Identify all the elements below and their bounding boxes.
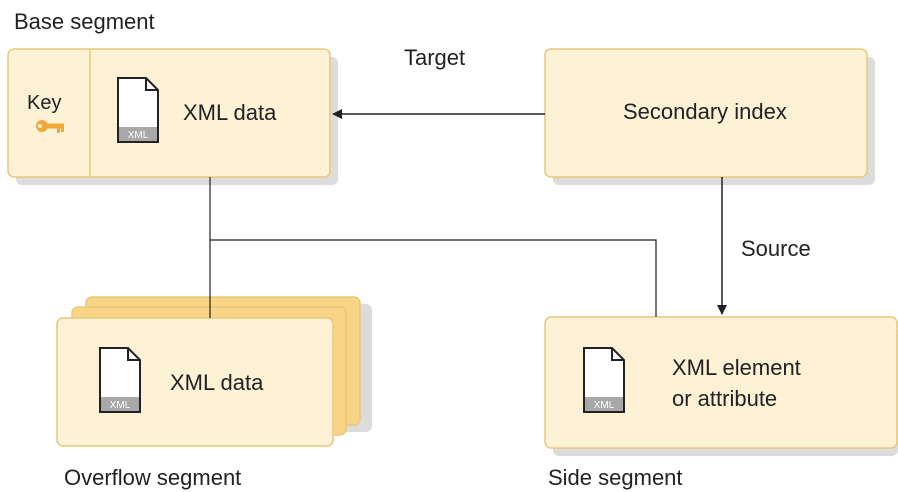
base-segment-box	[7, 48, 338, 185]
secondary-index-rect	[544, 48, 868, 178]
base-xml-data-label: XML data	[183, 100, 277, 125]
xml-tag-label: XML	[110, 400, 131, 411]
secondary-index-box	[544, 48, 875, 185]
base-to-side-line	[210, 239, 657, 317]
overflow-xml-data-label: XML data	[170, 370, 264, 395]
side-segment-box	[544, 316, 898, 456]
xml-document-icon: XML	[117, 77, 159, 143]
xml-tag-label: XML	[594, 400, 615, 411]
key-label: Key	[27, 92, 62, 114]
secondary-index-label: Secondary index	[623, 99, 787, 124]
key-icon	[36, 120, 64, 133]
source-caption: Source	[741, 236, 811, 261]
base-segment-rect	[7, 48, 331, 178]
target-caption: Target	[404, 45, 466, 70]
xml-tag-label: XML	[128, 130, 149, 141]
side-segment-caption: Side segment	[548, 465, 683, 490]
side-segment-line1: XML element	[672, 355, 801, 380]
xml-document-icon: XML	[99, 347, 141, 413]
side-segment-line2: or attribute	[672, 386, 778, 411]
overflow-segment-caption: Overflow segment	[64, 465, 242, 490]
base-segment-caption: Base segment	[14, 9, 155, 34]
xml-document-icon: XML	[583, 347, 625, 413]
side-segment-rect	[544, 316, 898, 449]
